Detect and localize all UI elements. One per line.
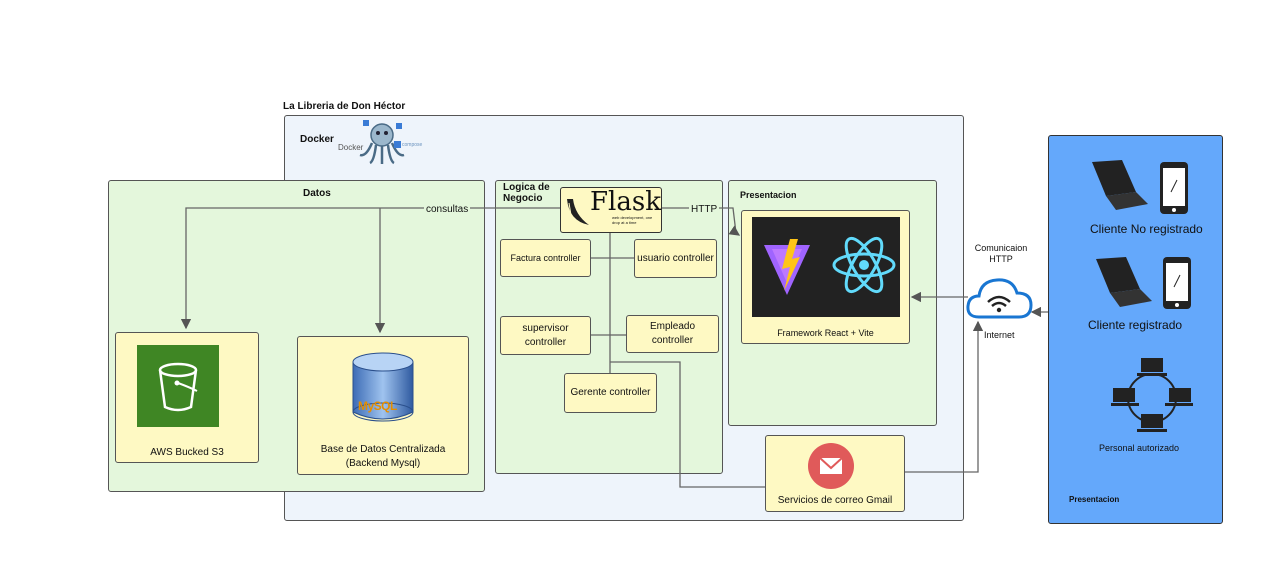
usuario-controller: usuario controller: [634, 239, 717, 278]
docker-label: Docker: [300, 134, 334, 145]
mysql-logo-text: MySQL: [358, 399, 397, 413]
wifi-cloud-icon: [966, 278, 1033, 319]
db-label: Base de Datos Centralizada (Backend Mysq…: [320, 444, 446, 469]
phone-icon-2: [1163, 257, 1191, 309]
factura-controller: Factura controller: [500, 239, 591, 277]
cloud-internet-label: Internet: [984, 330, 1015, 340]
react-icon: [832, 236, 896, 294]
presentacion-title: Presentacion: [740, 190, 797, 200]
s3-icon: [137, 345, 219, 427]
gmail-label: Servicios de correo Gmail: [777, 495, 893, 506]
docker-logo-word: Docker: [338, 143, 364, 152]
flask-horn-icon: [567, 199, 589, 225]
edge-gmail: [610, 361, 765, 488]
cloud-comm-label: Comunicaion HTTP: [974, 243, 1028, 264]
s3-label: AWS Bucked S3: [150, 447, 224, 458]
flask-tagline: web development, one drop at a time: [612, 215, 653, 225]
logica-title: Logica de Negocio: [503, 182, 550, 204]
docker-compose-logo: [336, 117, 428, 167]
diagram-title: La Libreria de Don Héctor: [283, 101, 406, 112]
edge-label-http: HTTP: [689, 203, 720, 216]
laptop-icon-2: [1096, 257, 1152, 307]
flask-box: [560, 187, 662, 233]
supervisor-controller: supervisor controller: [500, 316, 591, 355]
mysql-db-icon: [347, 350, 419, 428]
edge-gmail-cloud: [905, 320, 984, 473]
compose-logo-word: compose: [402, 142, 423, 148]
octopus-icon: [359, 120, 405, 165]
laptop-icon-1: [1092, 160, 1148, 210]
client-registrado: Cliente registrado: [1088, 318, 1183, 332]
clients-panel-title: Presentacion: [1069, 495, 1120, 504]
empleado-controller: Empleado controller: [626, 315, 719, 353]
phone-icon-1: [1160, 162, 1188, 214]
gerente-controller: Gerente controller: [564, 373, 657, 413]
datos-title: Datos: [303, 188, 331, 199]
envelope-icon: [819, 457, 843, 474]
edge-consultas-s3: [180, 207, 560, 330]
framework-label: Framework React + Vite: [777, 328, 874, 338]
gmail-icon: [808, 443, 854, 489]
client-no-registrado: Cliente No registrado: [1090, 222, 1203, 236]
framework-logos: [752, 217, 900, 317]
edge-label-consultas: consultas: [424, 203, 471, 216]
flask-word: Flask: [590, 187, 661, 217]
vite-icon: [764, 239, 810, 295]
network-computers-icon: [1111, 358, 1193, 432]
personal-autorizado: Personal autorizado: [1099, 443, 1180, 453]
